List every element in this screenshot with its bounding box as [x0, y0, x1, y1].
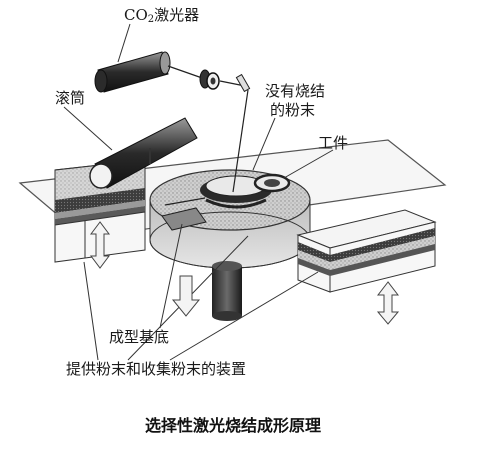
- unsintered-powder-label-2: 的粉末: [270, 101, 316, 119]
- focus-lens: [199, 69, 220, 90]
- workpiece: [200, 173, 291, 209]
- leader-lines: [63, 23, 334, 361]
- right-lift-arrow: [376, 281, 400, 325]
- forming-base-label: 成型基底: [109, 328, 170, 346]
- right-powder-box: [296, 209, 437, 293]
- center-lift-arrow: [171, 275, 201, 317]
- laser-label: CO2激光器: [124, 6, 200, 25]
- scan-stage: [161, 207, 207, 231]
- unsintered-powder-label-1: 没有烧结: [265, 82, 326, 100]
- roller-label: 滚筒: [55, 89, 86, 107]
- powder-device-label: 提供粉末和收集粉末的装置: [66, 360, 247, 378]
- left-lift-arrow: [90, 221, 110, 269]
- forming-piston: [212, 261, 242, 321]
- figure-caption: 选择性激光烧结成形原理: [145, 416, 322, 435]
- workpiece-label: 工件: [318, 134, 349, 152]
- co2-laser: [94, 51, 171, 93]
- roller: [89, 117, 198, 189]
- scan-mirror: [235, 73, 251, 93]
